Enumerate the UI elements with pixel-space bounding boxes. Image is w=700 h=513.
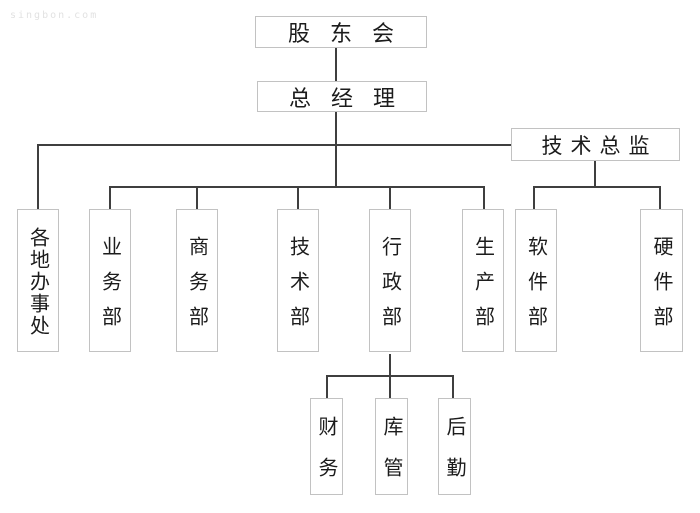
node-offices-label: 各地办事处: [26, 226, 49, 337]
node-production-dept: 生产部: [462, 209, 504, 352]
node-production-dept-label: 生产部: [471, 235, 494, 341]
connector-drop-commerce: [196, 186, 198, 210]
node-tech-director-label: 技术总监: [541, 133, 658, 158]
node-admin-dept: 行政部: [369, 209, 411, 352]
connector-rail-tech: [533, 186, 661, 188]
node-finance: 财务: [310, 398, 343, 498]
connector-drop-hardware: [659, 186, 661, 210]
node-software-dept: 软件部: [515, 209, 557, 352]
connector-drop-business: [109, 186, 111, 210]
node-admin-dept-label: 行政部: [378, 235, 401, 341]
connector-drop-software: [533, 186, 535, 210]
connector-rail-admin: [326, 375, 454, 377]
node-logistics: 后勤: [438, 398, 471, 498]
connector-drop-technology: [297, 186, 299, 210]
node-logistics-label: 后勤: [443, 416, 465, 498]
node-shareholders: 股东会: [255, 16, 427, 48]
node-technology-dept: 技术部: [277, 209, 319, 352]
node-general-manager-label: 总经理: [288, 85, 415, 111]
node-business-dept: 业务部: [89, 209, 131, 352]
node-warehouse: 库管: [375, 398, 408, 498]
connector-drop-admin: [389, 186, 391, 210]
node-business-dept-label: 业务部: [98, 235, 121, 341]
connector-rail-upper: [37, 144, 511, 146]
connector-techdirector-trunk: [594, 161, 596, 188]
connector-drop-production: [483, 186, 485, 210]
node-hardware-dept: 硬件部: [640, 209, 683, 352]
node-commerce-dept: 商务部: [176, 209, 218, 352]
node-general-manager: 总经理: [257, 81, 427, 112]
node-finance-label: 财务: [315, 416, 337, 498]
node-offices: 各地办事处: [17, 209, 59, 352]
node-tech-director: 技术总监: [511, 128, 680, 161]
connector-shareholders-gm: [335, 48, 337, 82]
node-technology-dept-label: 技术部: [286, 235, 309, 341]
watermark-text: singbon.com: [10, 10, 99, 21]
connector-drop-offices: [37, 144, 39, 210]
node-shareholders-label: 股东会: [287, 21, 414, 46]
connector-gm-trunk: [335, 112, 337, 188]
node-warehouse-label: 库管: [380, 416, 402, 498]
node-hardware-dept-label: 硬件部: [650, 235, 672, 341]
connector-drop-logistics: [452, 375, 454, 398]
connector-drop-finance: [326, 375, 328, 398]
node-software-dept-label: 软件部: [524, 235, 547, 341]
node-commerce-dept-label: 商务部: [185, 235, 208, 341]
